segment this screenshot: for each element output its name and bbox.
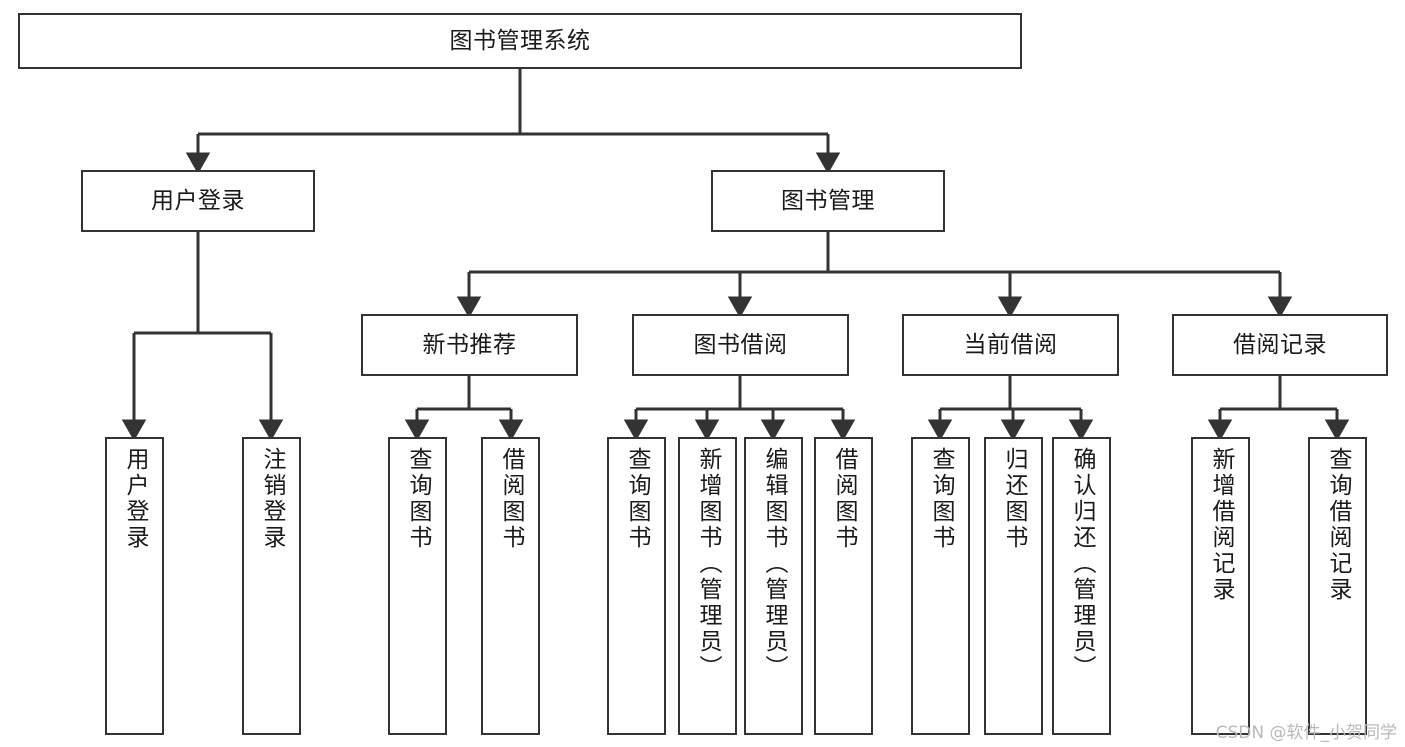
node-label: 查询图书	[624, 447, 650, 551]
node-label: 编辑图书（管理员）	[761, 447, 787, 681]
node-label: 用户登录	[122, 447, 148, 551]
node-leaf_user_login[interactable]: 用户登录	[105, 437, 164, 735]
node-label: 图书管理	[781, 187, 875, 214]
watermark-text: CSDN @软件_小贺同学	[1215, 723, 1397, 743]
node-label: 图书借阅	[693, 331, 788, 358]
node-label: 当前借阅	[963, 331, 1058, 358]
node-user_login[interactable]: 用户登录	[81, 170, 315, 232]
node-leaf_query_book[interactable]: 查询图书	[607, 437, 666, 735]
node-root[interactable]: 图书管理系统	[18, 13, 1022, 69]
node-label: 借阅图书	[831, 447, 857, 551]
node-label: 借阅图书	[498, 447, 524, 551]
node-book_borrow[interactable]: 图书借阅	[632, 314, 849, 376]
node-label: 新增借阅记录	[1208, 447, 1234, 603]
node-label: 查询图书	[928, 447, 954, 551]
node-leaf_query_book_cur[interactable]: 查询图书	[911, 437, 970, 735]
node-label: 查询图书	[405, 447, 431, 551]
node-leaf_return_book[interactable]: 归还图书	[984, 437, 1043, 735]
node-current_borrow[interactable]: 当前借阅	[902, 314, 1119, 376]
node-leaf_query_record[interactable]: 查询借阅记录	[1308, 437, 1367, 735]
node-leaf_borrow_book_rec[interactable]: 借阅图书	[481, 437, 540, 735]
node-label: 图书管理系统	[449, 27, 591, 54]
node-leaf_edit_book[interactable]: 编辑图书（管理员）	[744, 437, 803, 735]
node-leaf_add_record[interactable]: 新增借阅记录	[1191, 437, 1250, 735]
node-label: 查询借阅记录	[1325, 447, 1351, 603]
node-borrow_record[interactable]: 借阅记录	[1172, 314, 1388, 376]
node-leaf_confirm_return[interactable]: 确认归还（管理员）	[1052, 437, 1111, 735]
node-label: 归还图书	[1001, 447, 1027, 551]
node-label: 新增图书（管理员）	[695, 447, 721, 681]
node-label: 用户登录	[151, 187, 245, 214]
node-label: 新书推荐	[422, 331, 517, 358]
node-leaf_query_book_rec[interactable]: 查询图书	[388, 437, 447, 735]
node-leaf_logout[interactable]: 注销登录	[242, 437, 301, 735]
node-leaf_borrow_book[interactable]: 借阅图书	[814, 437, 873, 735]
node-leaf_add_book[interactable]: 新增图书（管理员）	[678, 437, 737, 735]
node-book_manage[interactable]: 图书管理	[711, 170, 945, 232]
node-label: 借阅记录	[1233, 331, 1327, 358]
node-new_book_rec[interactable]: 新书推荐	[361, 314, 578, 376]
node-label: 确认归还（管理员）	[1069, 447, 1095, 681]
node-label: 注销登录	[259, 447, 285, 551]
